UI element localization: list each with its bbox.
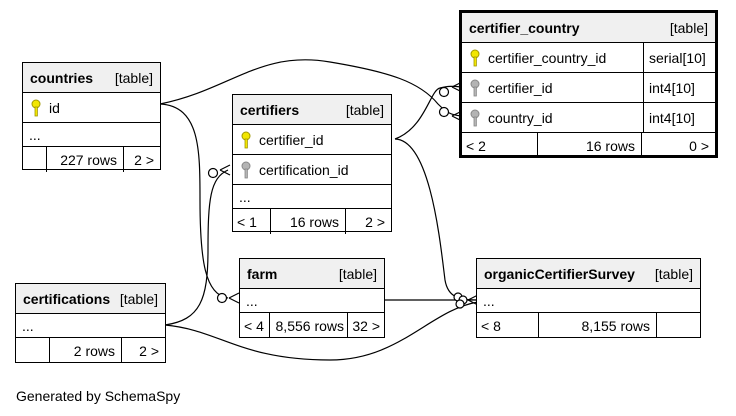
column-name: country_id bbox=[488, 109, 553, 126]
more-columns: ... bbox=[23, 123, 160, 147]
row-count: 8,155 rows bbox=[539, 313, 657, 338]
row-count: 227 rows bbox=[47, 147, 124, 172]
relation-countries-farm bbox=[159, 103, 229, 299]
table-type: [table] bbox=[654, 265, 693, 282]
table-header: farm [table] bbox=[240, 259, 384, 289]
table-farm[interactable]: farm [table] ... < 4 8,556 rows 32 > bbox=[239, 258, 385, 338]
children-count[interactable]: 0 > bbox=[689, 137, 709, 154]
table-name: countries bbox=[30, 69, 94, 86]
column-name: certifier_id bbox=[259, 131, 324, 148]
primary-key-icon bbox=[241, 131, 251, 148]
column-row[interactable]: certification_id bbox=[233, 155, 391, 185]
table-header: organicCertifierSurvey [table] bbox=[477, 259, 700, 289]
generator-caption: Generated by SchemaSpy bbox=[16, 388, 181, 404]
primary-key-icon bbox=[31, 99, 41, 116]
column-type: int4[10] bbox=[643, 73, 715, 102]
table-footer: < 8 8,155 rows bbox=[477, 313, 700, 338]
foreign-key-icon bbox=[470, 109, 480, 126]
column-name: certifier_id bbox=[488, 79, 553, 96]
more-columns: ... bbox=[240, 289, 384, 313]
table-header: certifications [table] bbox=[16, 284, 165, 314]
more-columns: ... bbox=[233, 185, 391, 209]
foreign-key-icon bbox=[470, 79, 480, 96]
column-name: id bbox=[49, 99, 60, 116]
parents-count[interactable] bbox=[16, 338, 50, 363]
parents-count[interactable]: < 8 bbox=[477, 313, 539, 338]
relation-certifications-survey bbox=[164, 301, 479, 361]
primary-key-icon bbox=[470, 49, 480, 66]
column-row[interactable]: certifier_country_id serial[10] bbox=[462, 43, 715, 73]
parents-count[interactable] bbox=[23, 147, 47, 172]
column-type: serial[10] bbox=[643, 43, 715, 72]
column-row[interactable]: certifier_id bbox=[233, 125, 391, 155]
table-countries[interactable]: countries [table] id ... 227 rows 2 > bbox=[22, 62, 161, 172]
table-certifier-country[interactable]: certifier_country [table] certifier_coun… bbox=[459, 10, 718, 158]
column-name: certification_id bbox=[259, 161, 349, 178]
table-organic-certifier-survey[interactable]: organicCertifierSurvey [table] ... < 8 8… bbox=[476, 258, 701, 338]
table-name: certifiers bbox=[240, 101, 300, 118]
column-row[interactable]: country_id int4[10] bbox=[462, 103, 715, 133]
table-footer: < 4 8,556 rows 32 > bbox=[240, 313, 384, 338]
table-name: farm bbox=[247, 265, 278, 282]
row-count: 2 rows bbox=[50, 338, 122, 363]
table-header: countries [table] bbox=[23, 63, 160, 93]
children-count[interactable]: 32 > bbox=[352, 317, 380, 334]
foreign-key-icon bbox=[241, 161, 251, 178]
table-footer: < 1 16 rows 2 > bbox=[233, 209, 391, 234]
table-header: certifier_country [table] bbox=[462, 13, 715, 43]
relation-certifications-certifiers bbox=[164, 169, 229, 326]
row-count: 16 rows bbox=[271, 209, 346, 234]
column-row[interactable]: id bbox=[23, 93, 160, 123]
more-columns: ... bbox=[16, 314, 165, 338]
table-header: certifiers [table] bbox=[233, 95, 391, 125]
table-type: [table] bbox=[338, 265, 377, 282]
table-type: [table] bbox=[114, 69, 153, 86]
table-type: [table] bbox=[669, 19, 708, 36]
children-count[interactable]: 2 > bbox=[365, 213, 385, 230]
parents-count[interactable]: < 1 bbox=[233, 209, 271, 234]
table-type: [table] bbox=[345, 101, 384, 118]
parents-count[interactable]: < 2 bbox=[462, 133, 538, 158]
relation-certifiers-survey bbox=[394, 138, 479, 301]
table-name: certifications bbox=[23, 290, 111, 307]
column-name: certifier_country_id bbox=[488, 49, 607, 66]
row-count: 8,556 rows bbox=[270, 313, 348, 338]
row-count: 16 rows bbox=[538, 133, 642, 158]
table-name: certifier_country bbox=[469, 19, 580, 36]
parents-count[interactable]: < 4 bbox=[240, 313, 270, 338]
column-type: int4[10] bbox=[643, 103, 715, 132]
table-footer: 227 rows 2 > bbox=[23, 147, 160, 172]
children-count[interactable]: 2 > bbox=[134, 151, 154, 168]
children-count[interactable] bbox=[657, 313, 700, 338]
table-footer: < 2 16 rows 0 > bbox=[462, 133, 715, 158]
table-certifiers[interactable]: certifiers [table] certifier_id certific… bbox=[232, 94, 392, 234]
children-count[interactable]: 2 > bbox=[139, 342, 159, 359]
table-name: organicCertifierSurvey bbox=[484, 265, 635, 282]
column-row[interactable]: certifier_id int4[10] bbox=[462, 73, 715, 103]
table-type: [table] bbox=[119, 290, 158, 307]
table-certifications[interactable]: certifications [table] ... 2 rows 2 > bbox=[15, 283, 166, 363]
more-columns: ... bbox=[477, 289, 700, 313]
table-footer: 2 rows 2 > bbox=[16, 338, 165, 363]
